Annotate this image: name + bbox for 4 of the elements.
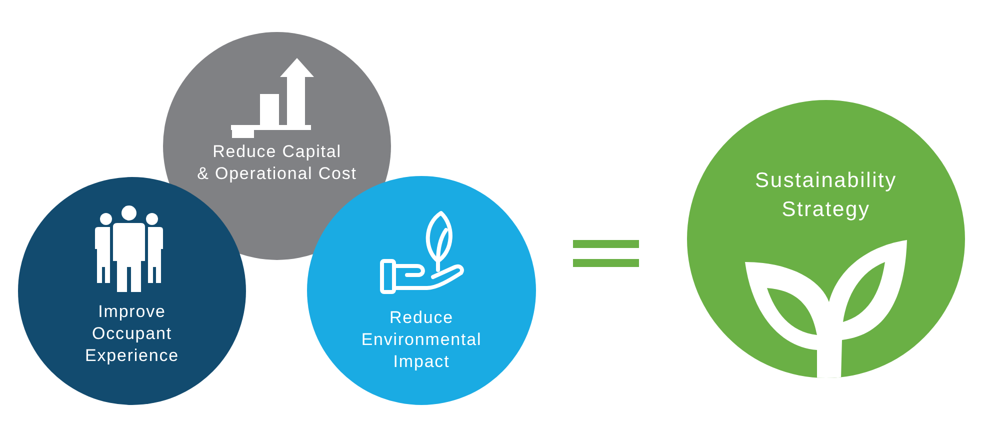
circle-label: Improve Occupant Experience bbox=[84, 301, 180, 367]
circle-label: Reduce Capital & Operational Cost bbox=[197, 141, 357, 185]
circle-label: Sustainability Strategy bbox=[755, 168, 897, 223]
circle-label: Reduce Environmental Impact bbox=[361, 307, 482, 373]
